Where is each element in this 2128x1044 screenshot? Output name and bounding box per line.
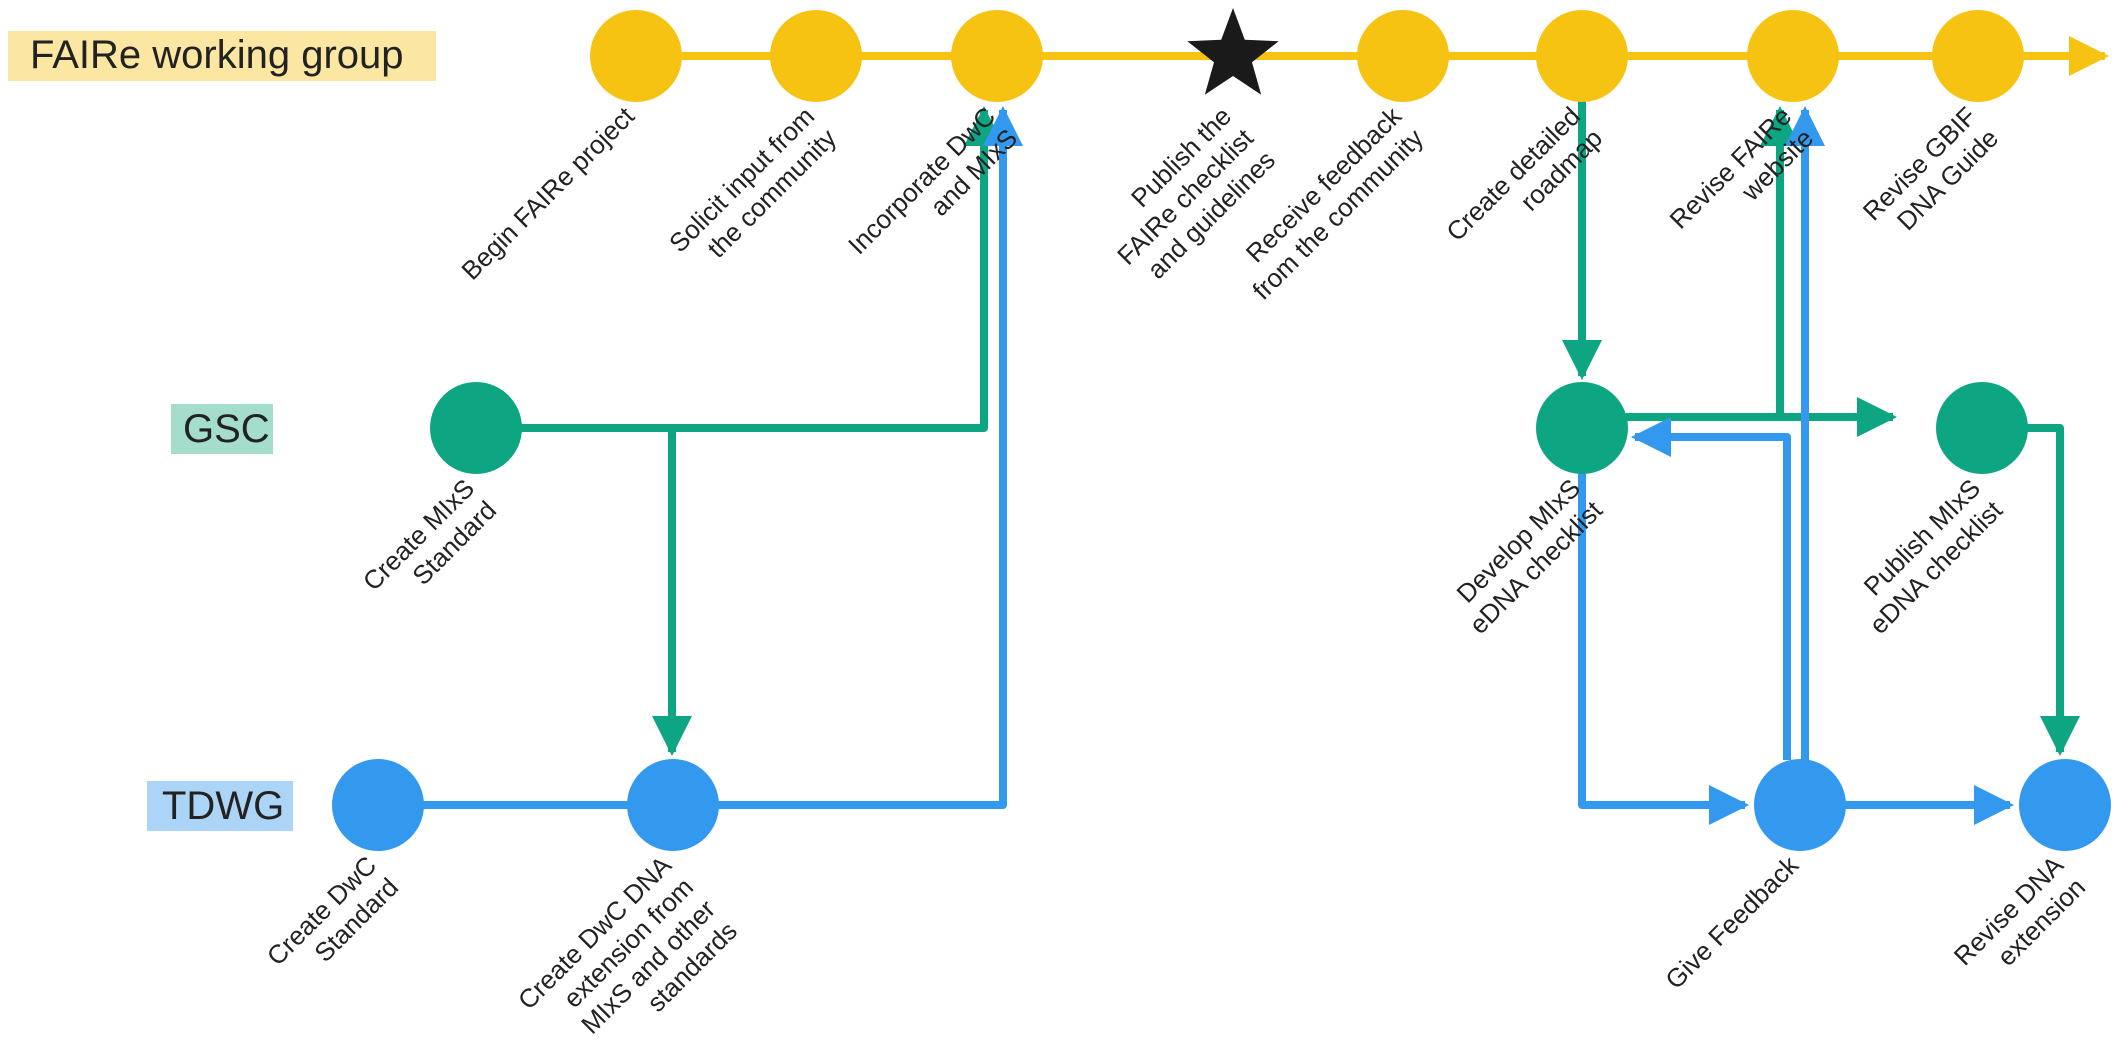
tdwg-node-4 <box>2019 759 2111 851</box>
faire-node-label-7: Revise FAIRewebsite <box>1664 101 1820 257</box>
faire-node-6 <box>1536 10 1628 102</box>
tdwg-node-label-1: Create DwCStandard <box>261 850 404 993</box>
lane-label-faire-bg <box>8 31 436 81</box>
milestone-star-icon <box>1187 8 1279 95</box>
gsc-node-label-3: Publish MIxSeDNA checklist <box>1841 472 2008 639</box>
faire-node-label-4: Publish theFAIRe checklistand guidelines <box>1089 100 1281 292</box>
node-label-line: Begin FAIRe project <box>455 100 640 285</box>
faire-node-5 <box>1357 10 1449 102</box>
lane-label-tdwg: TDWG <box>147 781 293 831</box>
tdwg-node-label-2: Create DwC DNAextension fromMIxS and oth… <box>512 849 743 1044</box>
faire-node-label-8: Revise GBIFDNA Guide <box>1857 101 2004 248</box>
lane-label-faire: FAIRe working group <box>8 31 436 81</box>
lane-label-gsc: GSC <box>171 404 273 454</box>
gsc-node-2 <box>1536 382 1628 474</box>
faire-node-2 <box>770 10 862 102</box>
faire-node-7 <box>1747 10 1839 102</box>
faire-node-label-2: Solicit input fromthe community <box>663 101 842 280</box>
faire-node-1 <box>590 10 682 102</box>
faire-node-label-1: Begin FAIRe project <box>455 100 640 285</box>
develop-to-feedback-arrow <box>1578 470 1749 825</box>
node-label-line: Give Feedback <box>1659 849 1805 995</box>
lane-label-tdwg-bg <box>147 781 293 831</box>
lane-label-faire-text: FAIRe working group <box>30 33 404 77</box>
faire-node-3 <box>951 10 1043 102</box>
tdwg-node-1 <box>332 759 424 851</box>
lane-label-gsc-text: GSC <box>183 407 270 451</box>
nodes-layer <box>332 8 2111 851</box>
gsc-node-3 <box>1936 382 2028 474</box>
tdwg-node-label-3: Give Feedback <box>1659 849 1805 995</box>
mixs-to-incorporate-arrow <box>474 106 1004 432</box>
dwc-dna-to-incorporate-arrow <box>710 106 1023 809</box>
tdwg-node-label-4: Revise DNAextension <box>1948 849 2092 993</box>
publish-to-revise-dna-arrow <box>2020 424 2080 756</box>
feedback-to-develop-arrow <box>1631 417 1791 760</box>
tdwg-node-2 <box>627 759 719 851</box>
gsc-node-1 <box>430 382 522 474</box>
gsc-node-label-1: Create MIxSStandard <box>357 473 502 618</box>
faire-node-label-5: Receive feedbackfrom the community <box>1225 100 1430 305</box>
faire-node-8 <box>1932 10 2024 102</box>
lane-label-gsc-bg <box>171 404 273 454</box>
tdwg-node-3 <box>1754 759 1846 851</box>
faire-node-label-3: Incorporate DwCand MIxS <box>842 101 1023 282</box>
lane-label-tdwg-text: TDWG <box>162 784 284 828</box>
